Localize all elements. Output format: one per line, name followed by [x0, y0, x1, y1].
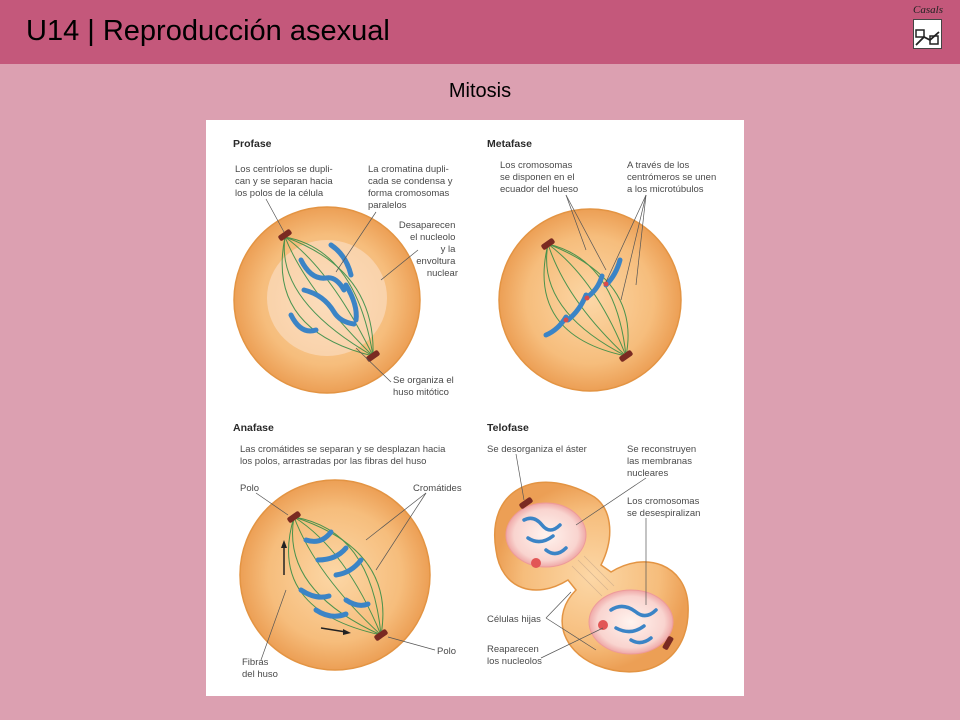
anafase-fibras-label: Fibras del huso: [242, 657, 278, 680]
anafase-pointer-lines: [255, 492, 436, 661]
slide-header: U14 | Reproducción asexual Casals: [0, 0, 960, 64]
mitosis-diagram: Profase Los centríolos se dupli- can y s…: [233, 138, 719, 680]
profase-heading: Profase: [233, 138, 272, 150]
profase-centriolos-label: Los centríolos se dupli- can y se separa…: [235, 164, 335, 199]
metafase-centromeros-label: A través de los centrómeros se unen a lo…: [627, 160, 719, 195]
metafase-pointer-lines: [565, 194, 647, 301]
telofase-desespiralizan-label: Los cromosomas se desespiralizan: [627, 496, 702, 519]
telofase-nucleolos-label: Reaparecen los nucleolos: [487, 644, 542, 667]
profase-panel: Profase Los centríolos se dupli- can y s…: [233, 138, 458, 398]
anafase-description-label: Las cromátides se separan y se desplazan…: [240, 444, 448, 467]
anafase-cromatides-label: Cromátides: [413, 483, 462, 494]
metafase-cell: [498, 208, 682, 392]
telofase-membranas-label: Se reconstruyen las membranas nucleares: [627, 444, 699, 479]
mitosis-figure: Profase Los centríolos se dupli- can y s…: [206, 120, 744, 696]
casals-logo: Casals: [908, 4, 948, 52]
telofase-heading: Telofase: [487, 422, 529, 434]
profase-pointer-lines: [265, 198, 419, 383]
logo-graph-icon: [913, 19, 942, 49]
metafase-heading: Metafase: [487, 138, 532, 150]
profase-nucleolo-label: Desaparecen el nucleolo y la envoltura n…: [399, 220, 458, 279]
profase-huso-label: Se organiza el huso mitótico: [393, 375, 456, 398]
telofase-celulas-hijas-label: Células hijas: [487, 614, 541, 625]
slide-title: U14 | Reproducción asexual: [26, 15, 390, 47]
telofase-panel: Telofase Se desorganiza el áster Se reco…: [487, 422, 702, 673]
profase-cromatina-label: La cromatina dupli- cada se condensa y f…: [368, 164, 455, 211]
logo-text: Casals: [913, 4, 943, 16]
anafase-heading: Anafase: [233, 422, 274, 434]
metafase-cromosomas-label: Los cromosomas se disponen en el ecuador…: [500, 160, 578, 195]
slide-subtitle: Mitosis: [448, 80, 512, 102]
anafase-cell: [239, 479, 431, 671]
telofase-cells: [494, 481, 689, 673]
anafase-polo-bottom-label: Polo: [437, 646, 456, 657]
profase-cell: [233, 206, 421, 394]
metafase-panel: Metafase Los cromosomas se disponen en e…: [487, 138, 719, 392]
anafase-polo-top-label: Polo: [240, 483, 259, 494]
anafase-panel: Anafase Las cromátides se separan y se d…: [233, 422, 462, 680]
telofase-pointer-lines: [515, 453, 647, 659]
telofase-aster-label: Se desorganiza el áster: [487, 444, 587, 455]
